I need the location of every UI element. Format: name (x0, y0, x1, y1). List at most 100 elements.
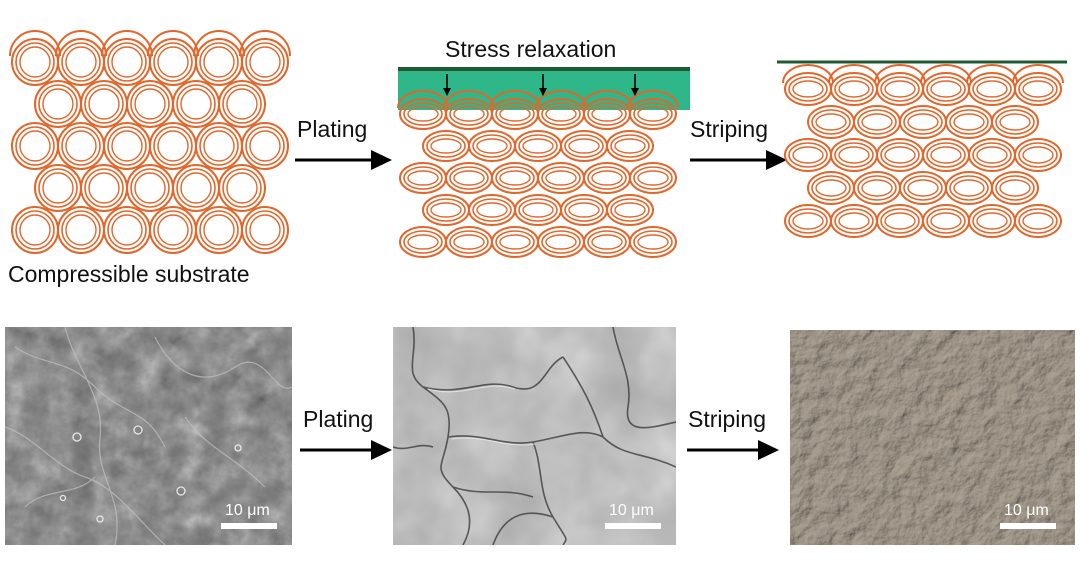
fiber (1014, 72, 1062, 106)
fiber (606, 130, 654, 162)
fiber (945, 171, 993, 205)
stress-arrow (539, 74, 547, 96)
fiber (34, 80, 82, 128)
fiber (991, 171, 1039, 205)
fiber (57, 38, 105, 86)
fiber (606, 194, 654, 226)
fiber (445, 226, 493, 258)
stress-relaxation-caption: Stress relaxation (445, 36, 617, 62)
stress-arrow (443, 74, 451, 96)
fiber (514, 130, 562, 162)
sem-image-plated: 10 μm (393, 327, 676, 545)
fiber (241, 122, 289, 170)
surface-cap (239, 30, 291, 57)
fiber (853, 171, 901, 205)
fiber (514, 194, 562, 226)
fiber (445, 98, 493, 130)
scale-bar-label: 10 μm (225, 502, 270, 519)
fiber (491, 226, 539, 258)
fiber (468, 194, 516, 226)
fiber (583, 162, 631, 194)
surface-cap (627, 90, 679, 109)
fiber (968, 138, 1016, 172)
fiber (422, 194, 470, 226)
plating-label-top: Plating (297, 116, 368, 142)
substrate-schematic (9, 30, 291, 254)
fiber (126, 164, 174, 212)
fiber (241, 38, 289, 86)
fiber (899, 171, 947, 205)
fiber (629, 98, 677, 130)
scale-bar (605, 523, 661, 529)
fiber (991, 105, 1039, 139)
fiber (172, 164, 220, 212)
fiber (445, 162, 493, 194)
fiber (922, 138, 970, 172)
fiber (149, 206, 197, 254)
plating-label-bottom: Plating (303, 406, 374, 432)
fiber (11, 122, 59, 170)
fiber (784, 204, 832, 238)
fiber (560, 130, 608, 162)
fiber (195, 122, 243, 170)
sem-image-substrate: 10 μm (5, 327, 292, 545)
fiber (876, 72, 924, 106)
fiber (11, 206, 59, 254)
plating-arrow-bottom (300, 440, 392, 460)
fiber (80, 164, 128, 212)
fiber (11, 38, 59, 86)
fiber (195, 38, 243, 86)
fiber (149, 122, 197, 170)
fiber (784, 138, 832, 172)
fiber (922, 204, 970, 238)
fiber (583, 226, 631, 258)
fiber (57, 206, 105, 254)
fiber (491, 98, 539, 130)
fiber (945, 105, 993, 139)
striping-label-bottom: Striping (688, 406, 766, 432)
fiber (784, 72, 832, 106)
fiber (830, 138, 878, 172)
substrate-caption: Compressible substrate (8, 261, 250, 287)
fiber (876, 204, 924, 238)
fiber (629, 226, 677, 258)
fiber (807, 105, 855, 139)
fiber (468, 130, 516, 162)
fiber (399, 98, 447, 130)
fiber (34, 164, 82, 212)
fiber (922, 72, 970, 106)
stress-arrow (631, 74, 639, 96)
striping-label-top: Striping (690, 116, 768, 142)
fiber (218, 80, 266, 128)
striping-arrow-top (690, 150, 787, 170)
fiber (57, 122, 105, 170)
fiber (103, 206, 151, 254)
fiber (583, 98, 631, 130)
fiber (399, 162, 447, 194)
fiber (491, 162, 539, 194)
scale-bar-label: 10 μm (1004, 502, 1049, 519)
scale-bar (221, 523, 277, 529)
fiber (968, 72, 1016, 106)
fiber (876, 138, 924, 172)
fiber (399, 226, 447, 258)
striping-arrow-bottom (687, 440, 779, 460)
fiber (422, 130, 470, 162)
fiber (149, 38, 197, 86)
surface-cap (1012, 64, 1064, 84)
fiber (560, 194, 608, 226)
scale-bar (1000, 523, 1056, 529)
sem-image-striped: 10 μm (790, 330, 1075, 545)
fiber (172, 80, 220, 128)
fiber (629, 162, 677, 194)
fiber (537, 226, 585, 258)
plating-arrow-top (295, 150, 392, 170)
plated-schematic (397, 67, 690, 258)
fiber (899, 105, 947, 139)
scale-bar-label: 10 μm (609, 502, 654, 519)
fiber (807, 171, 855, 205)
fiber (241, 206, 289, 254)
fiber (968, 204, 1016, 238)
fiber (195, 206, 243, 254)
fiber (853, 105, 901, 139)
